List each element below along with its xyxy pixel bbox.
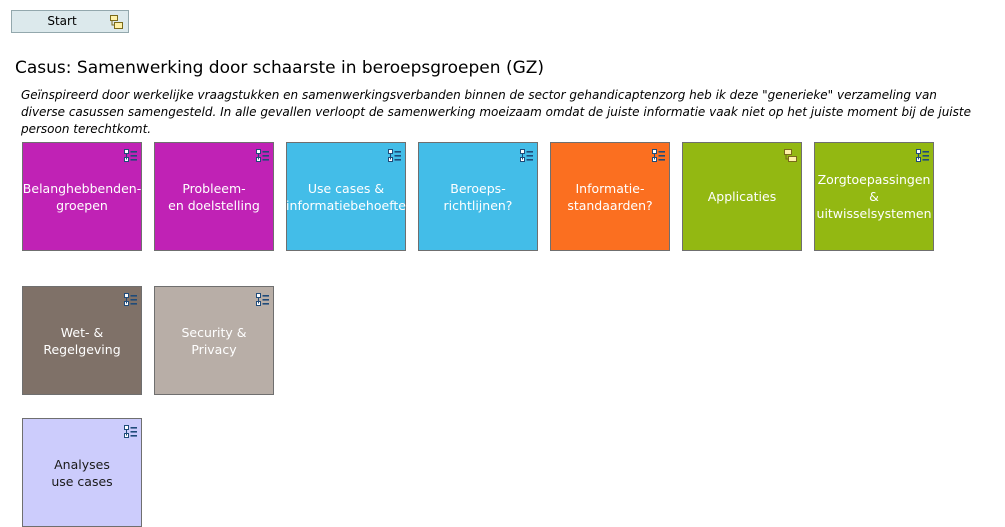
tile-security-privacy[interactable]: Security & Privacy	[154, 286, 274, 395]
package-diagram-icon	[916, 149, 929, 162]
tile-use-cases-informatiebehoefte[interactable]: Use cases & informatiebehoefte	[286, 142, 406, 251]
tile-beroepsrichtlijnen[interactable]: Beroeps- richtlijnen?	[418, 142, 538, 251]
package-diagram-icon	[652, 149, 665, 162]
tile-wet-regelgeving[interactable]: Wet- & Regelgeving	[22, 286, 142, 395]
package-diagram-icon	[520, 149, 533, 162]
tile-label: Use cases & informatiebehoefte	[286, 180, 406, 213]
start-button-label: Start	[47, 14, 77, 28]
tile-label: Security & Privacy	[181, 324, 247, 357]
start-button[interactable]: Start	[11, 10, 129, 33]
package-diagram-icon	[124, 293, 137, 306]
tile-label: Probleem- en doelstelling	[168, 180, 260, 213]
package-diagram-icon	[256, 293, 269, 306]
tile-label: Informatie- standaarden?	[567, 180, 653, 213]
tile-label: Beroeps- richtlijnen?	[443, 180, 513, 213]
tile-label: Analyses use cases	[51, 456, 113, 489]
package-diagram-icon	[124, 425, 137, 438]
tile-label: Wet- & Regelgeving	[43, 324, 121, 357]
tile-label: Applicaties	[707, 189, 777, 204]
tile-probleem-en-doelstelling[interactable]: Probleem- en doelstelling	[154, 142, 274, 251]
page-description: Geïnspireerd door werkelijke vraagstukke…	[21, 88, 971, 136]
package-diagram-icon	[124, 149, 137, 162]
tile-informatiestandaarden[interactable]: Informatie- standaarden?	[550, 142, 670, 251]
page-title: Casus: Samenwerking door schaarste in be…	[15, 58, 545, 78]
package-diagram-icon	[256, 149, 269, 162]
tile-zorgtoepassingen-uitwisselsystemen[interactable]: Zorgtoepassingen & uitwisselsystemen	[814, 142, 934, 251]
tile-analyses-use-cases[interactable]: Analyses use cases	[22, 418, 142, 527]
package-diagram-icon	[388, 149, 401, 162]
diagram-link-icon	[784, 149, 797, 162]
diagram-link-icon	[110, 15, 123, 29]
tile-belanghebbendengroepen[interactable]: Belanghebbenden- groepen	[22, 142, 142, 251]
tile-label: Belanghebbenden- groepen	[22, 180, 142, 213]
tile-label: Zorgtoepassingen & uitwisselsystemen	[816, 172, 932, 221]
tile-applicaties[interactable]: Applicaties	[682, 142, 802, 251]
